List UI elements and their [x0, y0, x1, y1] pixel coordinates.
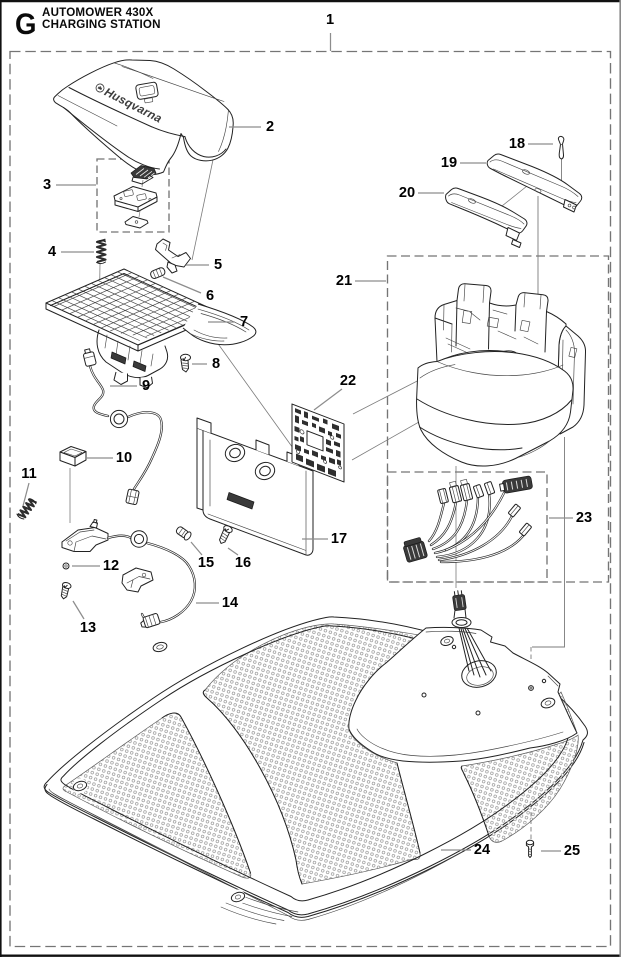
kit-connector-hub — [403, 537, 428, 563]
part-pin-18 — [557, 135, 565, 160]
callout-label-12: 12 — [103, 558, 119, 574]
callout-label-8: 8 — [212, 356, 220, 372]
part-screw-16 — [219, 525, 233, 544]
diagram-title: AUTOMOWER 430X CHARGING STATION — [42, 7, 161, 30]
part-cable-14 — [106, 530, 197, 629]
callout-label-18: 18 — [509, 136, 525, 152]
part-holder-box — [59, 446, 87, 467]
part-cable-kit — [403, 475, 533, 564]
button-plate — [113, 186, 158, 212]
callout-label-9: 9 — [142, 378, 150, 394]
part-latch-pin — [150, 267, 166, 279]
part-latch-plate — [121, 567, 154, 593]
callout-label-16: 16 — [235, 555, 251, 571]
button-cap — [130, 165, 157, 185]
callout-leader-22 — [313, 388, 343, 411]
callout-leader-15 — [190, 541, 203, 556]
plate-boss-right — [540, 697, 556, 709]
callout-label-4: 4 — [48, 244, 57, 260]
part-station-tower — [416, 283, 587, 467]
callout-label-23: 23 — [576, 510, 592, 526]
callout-label-2: 2 — [266, 119, 274, 135]
part-latch-bracket — [61, 519, 109, 570]
plate-mounting-platform — [348, 626, 578, 763]
part-button-kit — [113, 165, 158, 229]
part-screw-8 — [180, 353, 191, 373]
part-washer-12 — [62, 562, 70, 570]
kit-connector-main — [499, 475, 533, 494]
callout-label-15: 15 — [198, 555, 214, 571]
plate-screw-bosses — [72, 634, 454, 905]
callout-leader-6 — [162, 276, 202, 294]
part-spring-lower — [16, 498, 38, 520]
diagram-title-line1: AUTOMOWER 430X — [42, 6, 154, 19]
callout-label-5: 5 — [214, 257, 222, 273]
callout-label-24: 24 — [474, 842, 491, 858]
callout-leader-16 — [227, 547, 239, 556]
callout-label-17: 17 — [331, 531, 347, 547]
callout-leader-11 — [22, 482, 30, 507]
part-top-cover: Husqvarna — [53, 59, 234, 175]
group-boundary-main — [9, 50, 612, 948]
callout-label-25: 25 — [564, 843, 580, 859]
callout-label-1: 1 — [326, 12, 334, 28]
part-bracket-19 — [486, 153, 583, 213]
callout-label-13: 13 — [80, 620, 96, 636]
part-spring-top — [95, 238, 107, 265]
callout-label-10: 10 — [116, 450, 132, 466]
callout-label-6: 6 — [206, 288, 214, 304]
callout-leader-13 — [72, 600, 85, 620]
part-contact-panel — [196, 417, 314, 556]
diagram-title-line2: CHARGING STATION — [42, 17, 161, 31]
callout-label-11: 11 — [21, 466, 36, 482]
part-circuit-board — [291, 403, 345, 483]
part-screw-25 — [525, 839, 535, 858]
part-contact-plug — [175, 526, 192, 541]
plate-wheel-tracks — [161, 689, 490, 885]
part-small-grommet — [152, 641, 168, 653]
part-dock-plug — [451, 590, 472, 628]
callout-label-22: 22 — [340, 373, 356, 389]
callout-label-14: 14 — [222, 595, 239, 611]
callout-label-20: 20 — [399, 185, 415, 201]
callout-label-7: 7 — [240, 314, 248, 330]
callout-label-21: 21 — [336, 273, 352, 289]
plate-cable-hole — [458, 627, 497, 688]
part-grid-plate — [45, 268, 257, 389]
button-pad — [124, 216, 149, 229]
callout-label-3: 3 — [43, 177, 51, 193]
part-latch-lever — [155, 238, 191, 274]
part-base-plate — [43, 616, 588, 925]
part-cable-9 — [83, 348, 163, 506]
group-box-part21 — [386, 255, 610, 583]
part-bracket-20 — [445, 187, 528, 248]
section-letter: G — [15, 8, 37, 41]
callout-label-19: 19 — [441, 155, 457, 171]
part-screw-13 — [60, 581, 72, 600]
